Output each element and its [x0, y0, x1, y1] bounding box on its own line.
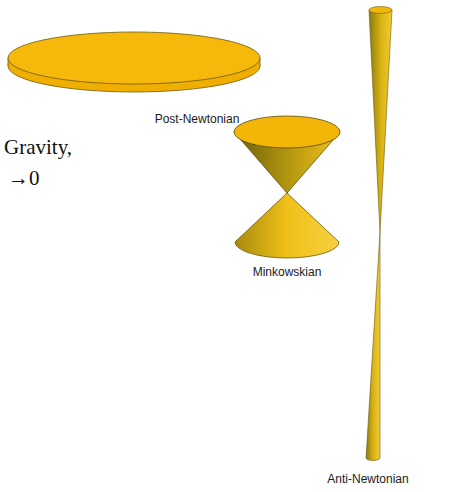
slide-text: →0 [8, 166, 40, 191]
slide-text: Gravity, [4, 135, 72, 160]
minkowskian-cone [234, 116, 340, 258]
shape-label: Anti-Newtonian [327, 472, 408, 486]
post-newtonian-disc [8, 32, 260, 92]
shape-label: Minkowskian [253, 265, 322, 279]
anti-newtonian-cone [366, 7, 392, 461]
shape-label: Post-Newtonian [155, 112, 240, 126]
